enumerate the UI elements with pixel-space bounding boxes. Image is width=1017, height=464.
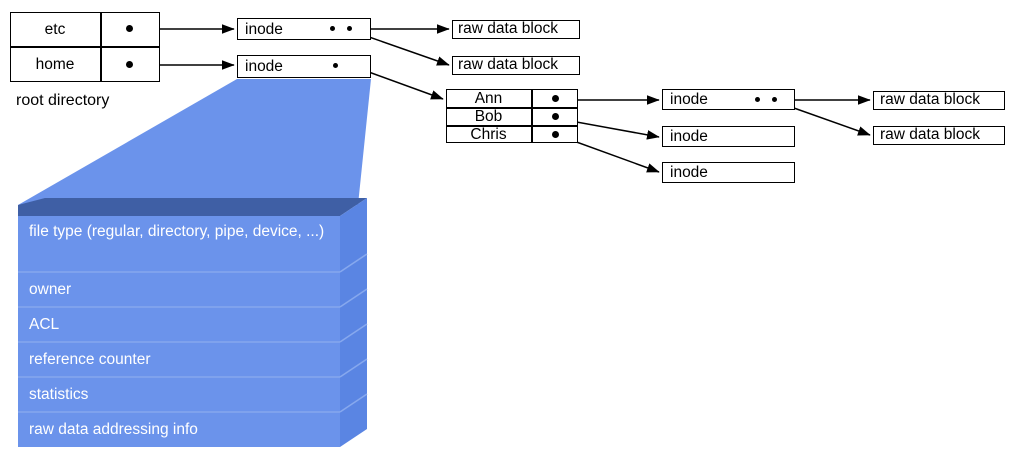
root-directory-row-divider xyxy=(10,46,160,48)
callout-funnel xyxy=(18,79,371,205)
inode-label-bob: inode xyxy=(670,128,708,145)
root-entry-name-etc: etc xyxy=(44,21,66,38)
raw-data-block-label-etc-1: raw data block xyxy=(458,20,558,37)
box-front-face xyxy=(18,216,340,447)
raw-data-block-etc-1[interactable] xyxy=(452,20,580,39)
root-entry-pointer-home xyxy=(126,61,133,68)
home-entry-pointer-ann xyxy=(552,95,559,102)
home-directory-row-divider-1 xyxy=(446,107,578,109)
inode-label-ann: inode xyxy=(670,91,708,108)
inode-ann-pointer-2 xyxy=(772,97,777,102)
box-side-face xyxy=(340,198,367,447)
home-directory-col-divider xyxy=(531,89,533,143)
raw-data-block-label-ann-2: raw data block xyxy=(880,126,980,143)
raw-data-block-ann-1[interactable] xyxy=(873,91,1005,110)
raw-data-block-etc-2[interactable] xyxy=(452,56,580,75)
raw-data-block-label-ann-1: raw data block xyxy=(880,91,980,108)
inode-label-home: inode xyxy=(245,58,283,75)
inode-etc-pointer-2 xyxy=(347,26,352,31)
inode-detail-row-owner: owner xyxy=(29,281,72,298)
root-entry-pointer-etc xyxy=(126,25,133,32)
box-row-dividers xyxy=(18,271,340,413)
inode-home-pointer-1 xyxy=(333,63,338,68)
inode-box-etc[interactable] xyxy=(237,18,371,40)
inode-detail-row-statistics: statistics xyxy=(29,386,89,403)
home-entry-name-bob: Bob xyxy=(474,108,503,125)
inode-box-bob[interactable] xyxy=(662,126,795,147)
inode-detail-row-file-type: file type (regular, directory, pipe, dev… xyxy=(29,223,325,240)
inode-etc-pointer-1 xyxy=(330,26,335,31)
inode-ann-pointer-1 xyxy=(755,97,760,102)
box-side-dividers xyxy=(339,253,368,413)
root-entry-name-home: home xyxy=(35,56,75,73)
raw-data-block-label-etc-2: raw data block xyxy=(458,56,558,73)
box-top-face xyxy=(18,198,367,216)
home-entry-name-chris: Chris xyxy=(470,126,507,143)
inode-detail-row-acl: ACL xyxy=(29,316,60,333)
inode-label-chris: inode xyxy=(670,164,708,181)
root-directory-caption: root directory xyxy=(16,92,110,109)
inode-box-home[interactable] xyxy=(237,55,371,78)
raw-data-block-ann-2[interactable] xyxy=(873,126,1005,145)
inode-box-chris[interactable] xyxy=(662,162,795,183)
home-entry-name-ann: Ann xyxy=(474,90,503,107)
home-entry-pointer-bob xyxy=(552,113,559,120)
box-top-bevel xyxy=(18,198,45,216)
inode-label-etc: inode xyxy=(245,21,283,38)
home-directory-row-divider-2 xyxy=(446,125,578,127)
home-entry-pointer-chris xyxy=(552,131,559,138)
inode-detail-row-reference-counter: reference counter xyxy=(29,351,151,368)
inode-detail-row-raw-data-addressing: raw data addressing info xyxy=(29,421,198,438)
inode-box-ann[interactable] xyxy=(662,89,795,110)
root-directory-col-divider xyxy=(100,12,102,82)
